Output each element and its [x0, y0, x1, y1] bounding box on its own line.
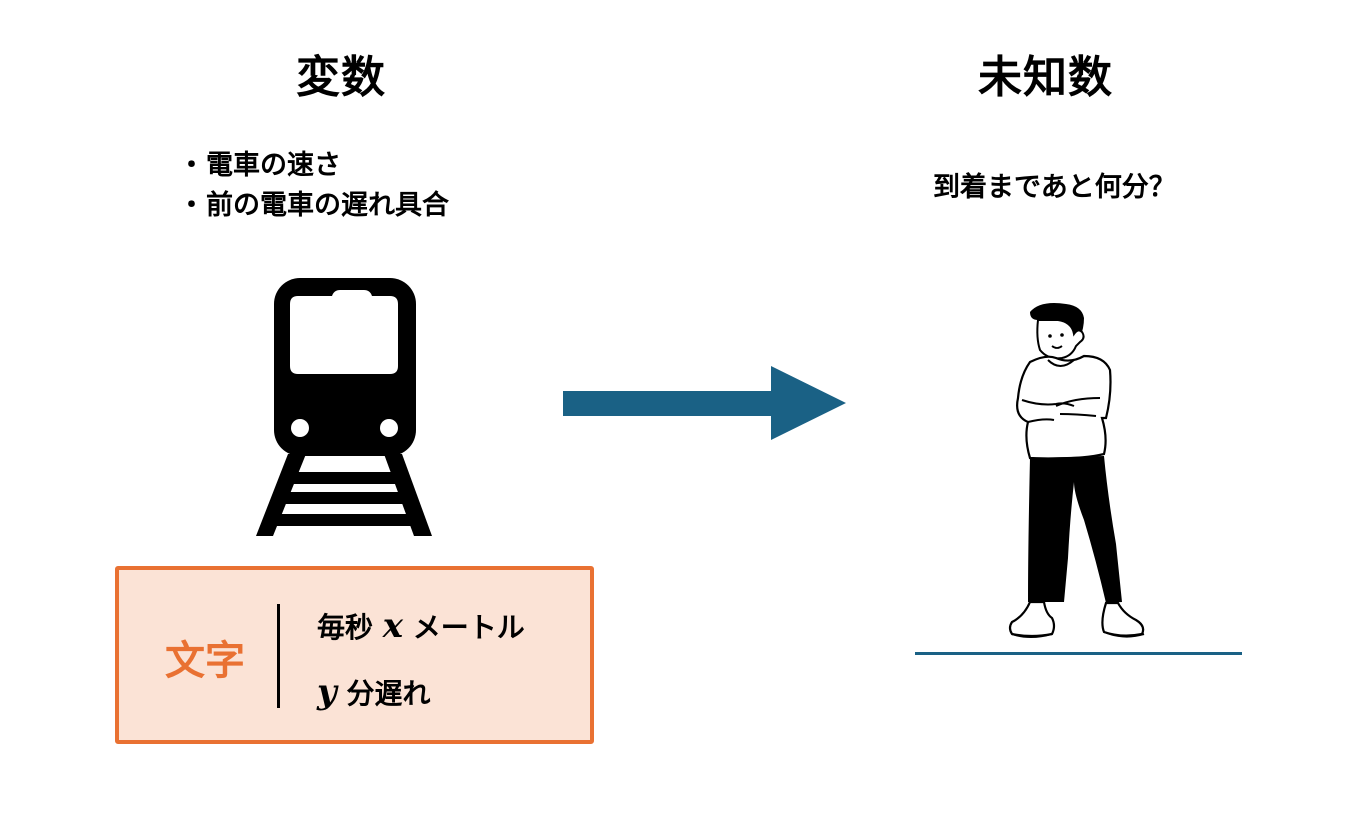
variable-prefix: 毎秒 — [317, 611, 374, 644]
variables-list: ・電車の速さ ・前の電車の遅れ具合 — [178, 146, 449, 226]
unknown-heading: 未知数 — [978, 52, 1113, 103]
bullet-text: 前の電車の遅れ具合 — [206, 190, 449, 221]
variable-suffix: 分遅れ — [346, 677, 431, 710]
variable-symbol-x: x — [382, 606, 404, 646]
variable-x-definition: 毎秒 x メートル — [317, 606, 525, 646]
list-item: ・前の電車の遅れ具合 — [178, 186, 449, 226]
variable-y-definition: y 分遅れ — [317, 672, 431, 712]
bullet-marker: ・ — [178, 190, 205, 221]
divider — [277, 604, 280, 708]
bullet-marker: ・ — [178, 150, 205, 181]
ground-line — [915, 652, 1242, 655]
arrival-question: 到着まであと何分？ — [933, 172, 1176, 203]
variable-suffix: メートル — [412, 611, 525, 644]
variable-definition-box: 文字 毎秒 x メートル y 分遅れ — [115, 566, 594, 744]
variables-heading: 変数 — [296, 52, 386, 103]
train-icon — [256, 278, 432, 536]
bullet-text: 電車の速さ — [206, 150, 341, 181]
variable-box-label: 文字 — [165, 638, 245, 684]
person-waiting-illustration — [1008, 303, 1145, 638]
right-arrow-icon — [563, 366, 846, 440]
variable-symbol-y: y — [317, 672, 337, 712]
list-item: ・電車の速さ — [178, 146, 449, 186]
